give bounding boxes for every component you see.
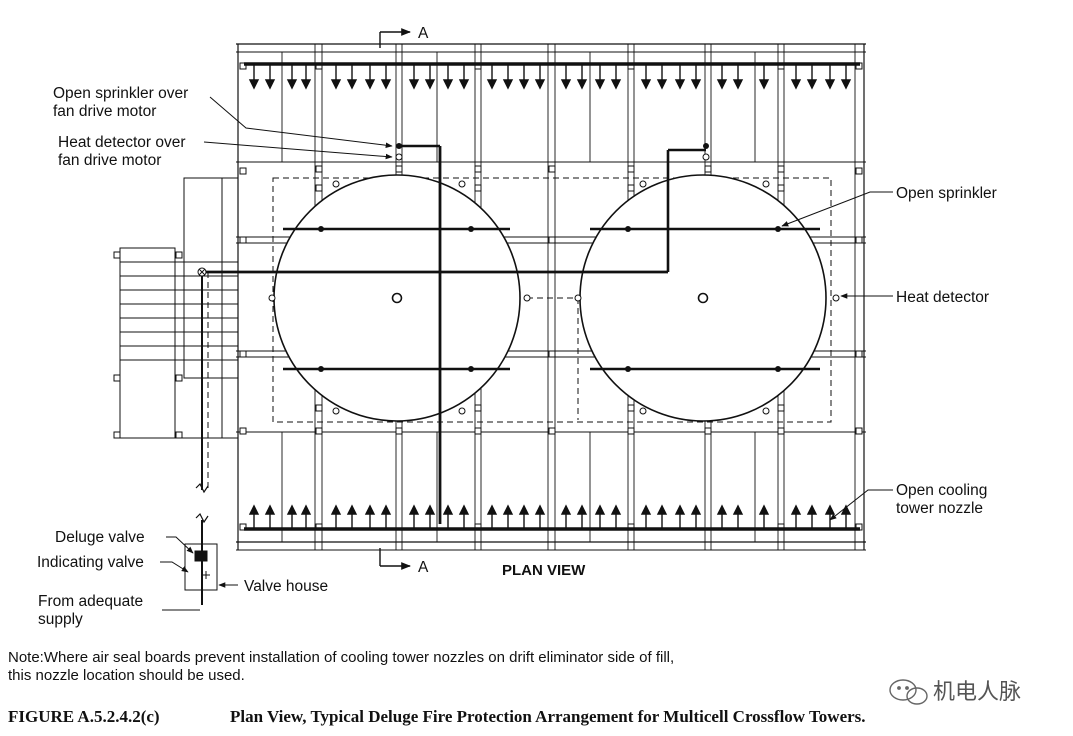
figure-number: FIGURE A.5.2.4.2(c) bbox=[8, 707, 160, 726]
label-supply-2: supply bbox=[38, 611, 83, 628]
label-open-cooling-1: Open cooling bbox=[896, 482, 987, 499]
section-markers bbox=[379, 28, 411, 570]
label-open-cooling-2: tower nozzle bbox=[896, 500, 983, 517]
label-plan-view: PLAN VIEW bbox=[502, 562, 586, 579]
heat-detectors bbox=[268, 153, 840, 415]
note-line-2: this nozzle location should be used. bbox=[8, 667, 245, 684]
figure-title: Plan View, Typical Deluge Fire Protectio… bbox=[230, 707, 866, 726]
label-open-sprinkler: Open sprinkler bbox=[896, 185, 997, 202]
watermark-text: 机电人脉 bbox=[933, 680, 1021, 705]
section-label-top: A bbox=[418, 25, 429, 42]
note-line-1: Note:Where air seal boards prevent insta… bbox=[8, 649, 674, 666]
open-sprinklers bbox=[318, 143, 781, 372]
top-nozzle-header bbox=[244, 62, 860, 90]
label-heat-detector-fan-1: Heat detector over bbox=[58, 134, 186, 151]
bottom-nozzle-header bbox=[244, 504, 860, 531]
label-heat-detector-fan-2: fan drive motor bbox=[58, 152, 161, 169]
label-supply-1: From adequate bbox=[38, 593, 143, 610]
watermark-logo-icon bbox=[889, 679, 928, 705]
label-open-sprinkler-fan-1: Open sprinkler over bbox=[53, 85, 188, 102]
leader-lines bbox=[160, 96, 893, 611]
pipe-break bbox=[195, 482, 209, 524]
label-indicating-valve: Indicating valve bbox=[37, 554, 144, 571]
label-heat-detector: Heat detector bbox=[896, 289, 989, 306]
section-label-bottom: A bbox=[418, 559, 429, 576]
label-deluge-valve: Deluge valve bbox=[55, 529, 145, 546]
label-open-sprinkler-fan-2: fan drive motor bbox=[53, 103, 156, 120]
riser-valve-symbol bbox=[197, 267, 207, 277]
stairway bbox=[113, 177, 239, 439]
fan-hubs bbox=[391, 292, 709, 304]
label-valve-house: Valve house bbox=[244, 578, 328, 595]
valve-house bbox=[184, 543, 218, 605]
